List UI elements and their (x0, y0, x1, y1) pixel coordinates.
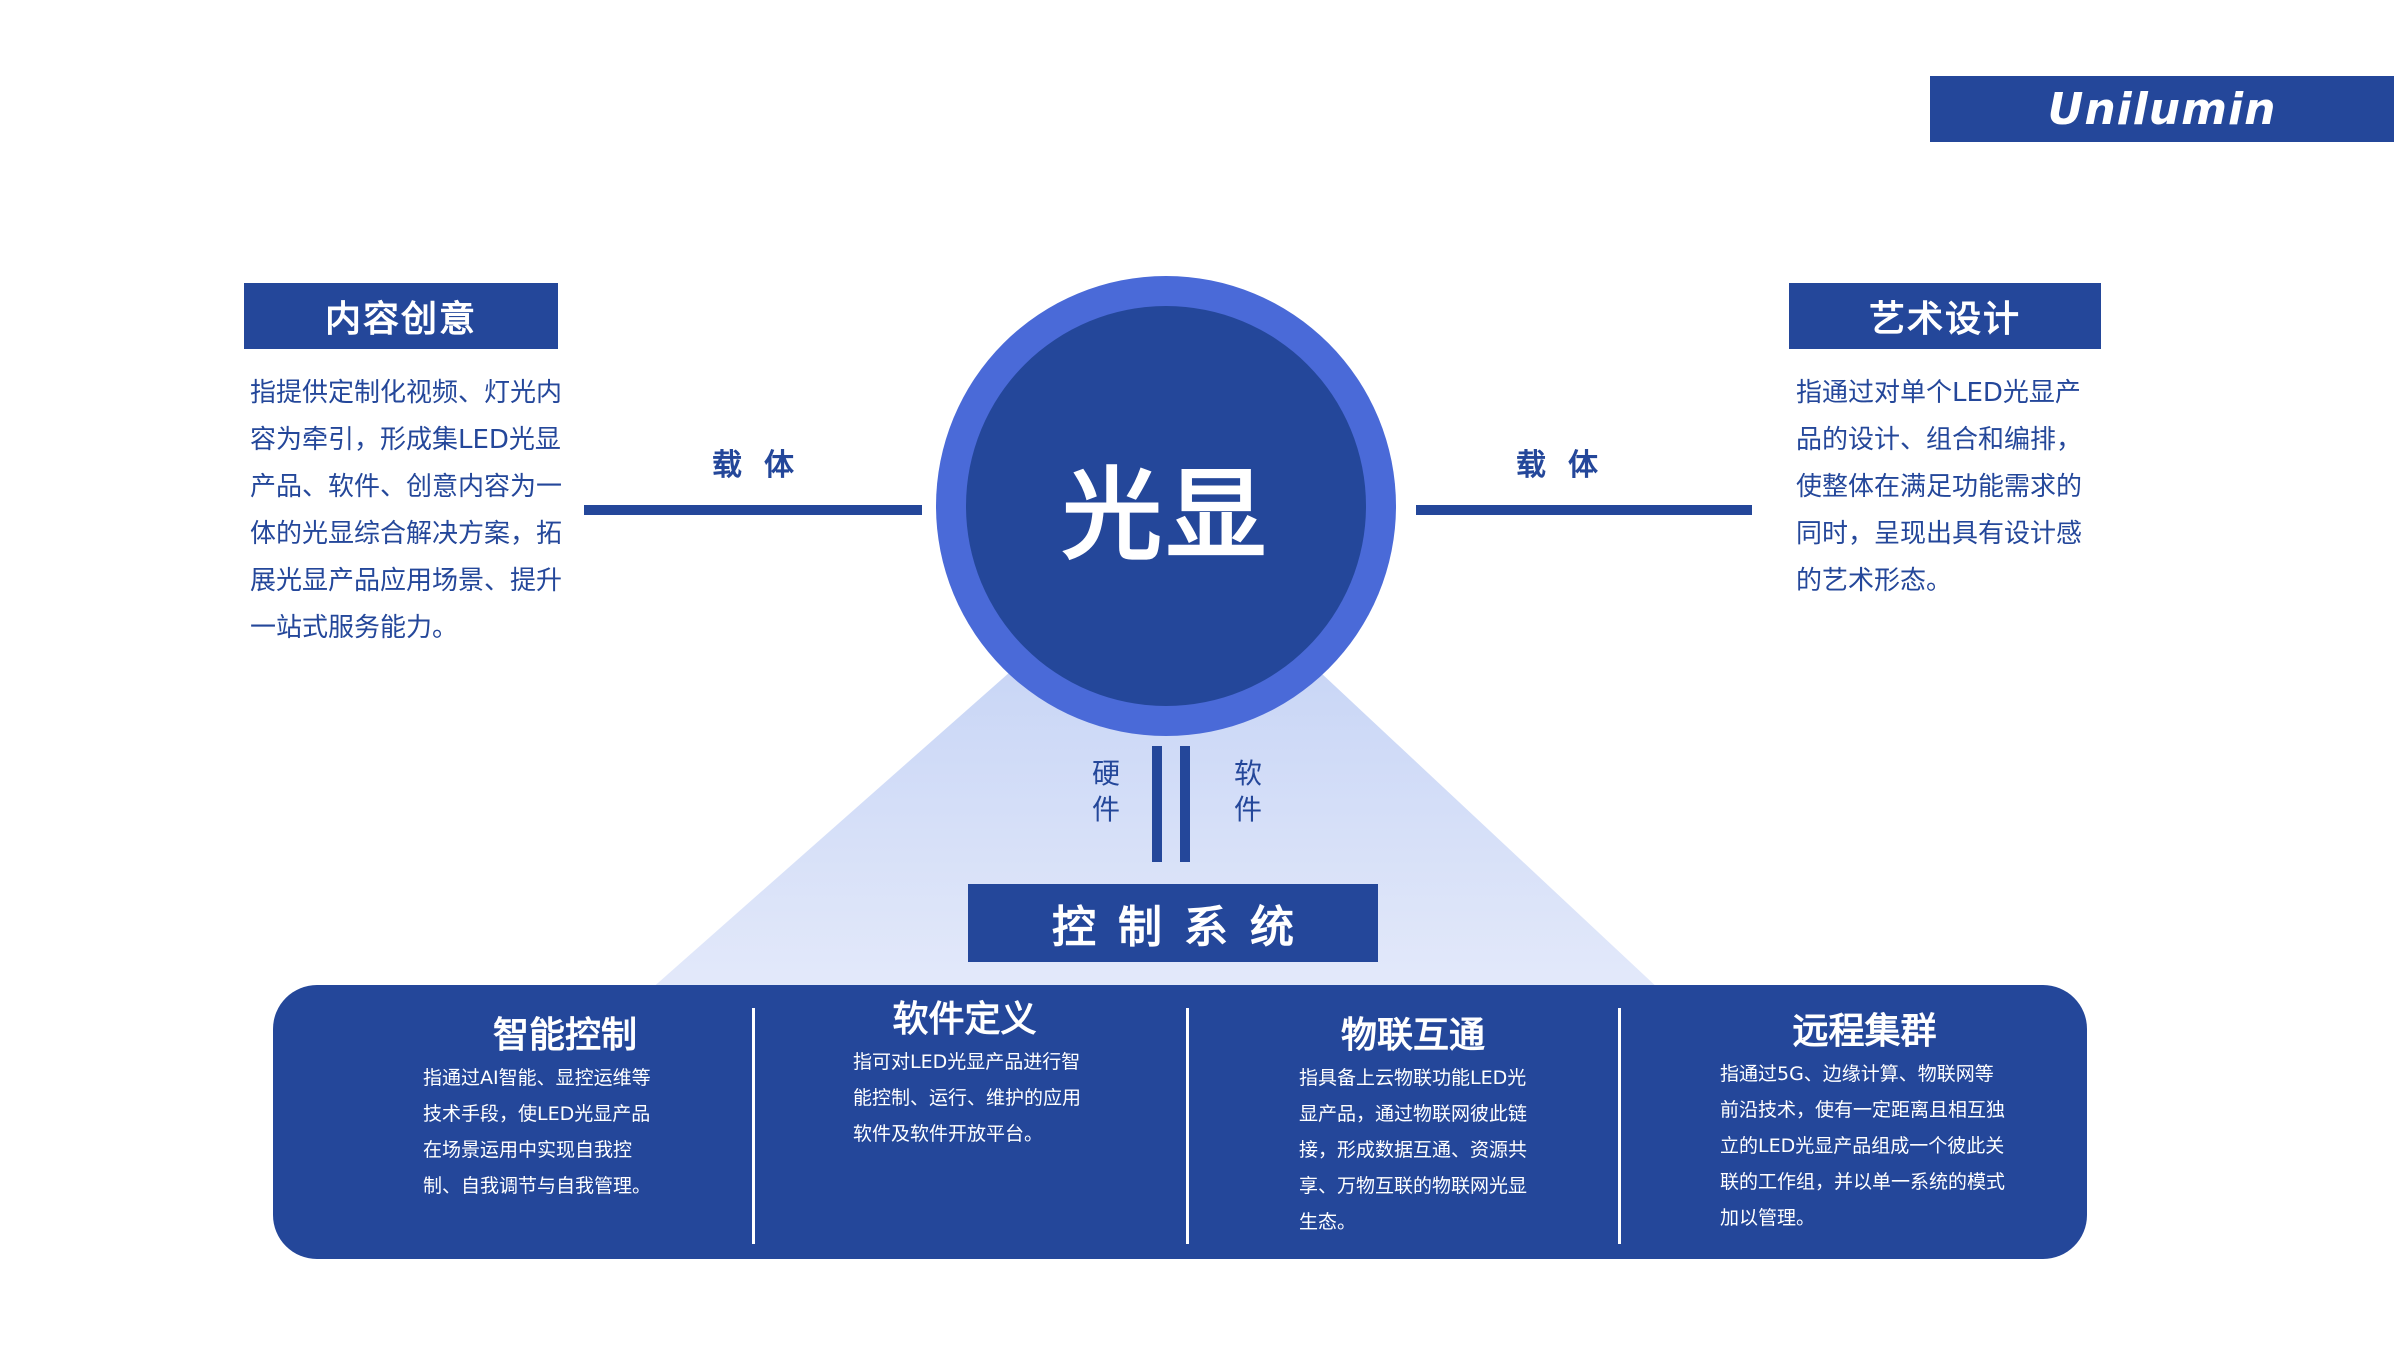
feature-divider (1618, 1008, 1621, 1244)
control-system-title: 控制系统 (1052, 902, 1316, 953)
feature-title-software-defined: 软件定义 (892, 999, 1037, 1040)
connector-vertical-right (1180, 746, 1190, 862)
carrier-label-right: 载体 (1516, 448, 1620, 483)
feature-title-iot: 物联互通 (1340, 1015, 1485, 1056)
connector-line-right (1416, 505, 1752, 515)
brand-logo: Unilumin (2047, 83, 2277, 135)
art-design-header: 艺术设计 (1789, 283, 2101, 349)
brand-bar: Unilumin (1930, 76, 2394, 142)
connector-vertical-left (1152, 746, 1162, 862)
feature-text-iot: 指具备上云物联功能LED光显产品，通过物联网彼此链接，形成数据互通、资源共享、万… (1299, 1067, 1528, 1233)
hardware-label: 硬件 (1091, 757, 1120, 826)
control-system-box: 控制系统 (968, 884, 1378, 962)
content-creative-description: 指提供定制化视频、灯光内容为牵引，形成集LED光显产品、软件、创意内容为一体的光… (250, 378, 563, 643)
center-circle: 光显 (966, 306, 1366, 706)
connector-line-left (584, 505, 922, 515)
content-creative-header: 内容创意 (244, 283, 558, 349)
feature-text-smart-control: 指通过AI智能、显控运维等技术手段，使LED光显产品在场景运用中实现自我控制、自… (423, 1067, 652, 1197)
software-label: 软件 (1233, 757, 1262, 826)
feature-divider (752, 1008, 755, 1244)
features-panel (273, 985, 2087, 1259)
feature-text-remote-cluster: 指通过5G、边缘计算、物联网等前沿技术，使有一定距离且相互独立的LED光显产品组… (1720, 1063, 2006, 1229)
center-title: 光显 (1062, 456, 1270, 574)
feature-title-smart-control: 智能控制 (492, 1015, 637, 1056)
carrier-label-left: 载体 (712, 448, 816, 483)
art-design-description: 指通过对单个LED光显产品的设计、组合和编排，使整体在满足功能需求的同时，呈现出… (1796, 378, 2083, 596)
feature-title-remote-cluster: 远程集群 (1792, 1011, 1937, 1052)
feature-divider (1186, 1008, 1189, 1244)
feature-text-software-defined: 指可对LED光显产品进行智能控制、运行、维护的应用软件及软件开放平台。 (853, 1051, 1082, 1145)
